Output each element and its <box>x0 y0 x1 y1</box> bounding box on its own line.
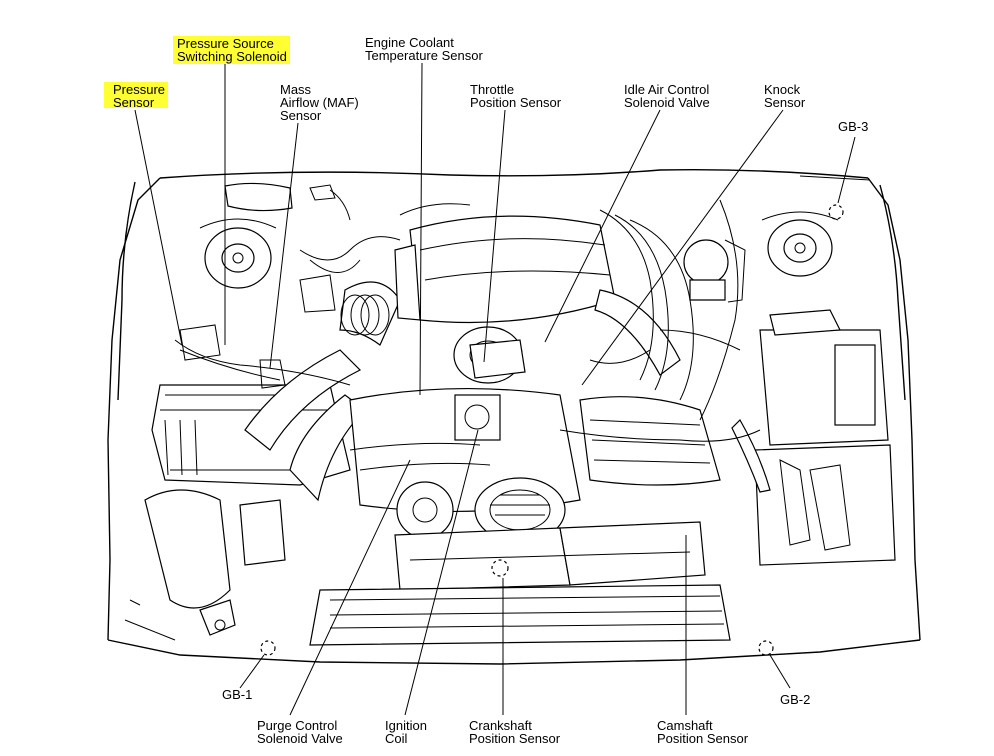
label-maf-line2: Airflow (MAF) <box>280 95 359 110</box>
engine-bay-body <box>107 168 921 665</box>
battery <box>731 309 896 566</box>
label-pressure-sensor-line2: Sensor <box>113 95 155 110</box>
ground-point-gb3 <box>828 204 844 220</box>
label-crank-line2: Position Sensor <box>469 731 561 746</box>
coolant-reservoir <box>683 239 746 303</box>
label-knock-line1: Knock <box>764 82 801 97</box>
ground-point-gb1 <box>260 640 276 656</box>
leader-lines <box>134 62 856 716</box>
label-cam-line2: Position Sensor <box>657 731 749 746</box>
label-knock-line2: Sensor <box>764 95 806 110</box>
label-iac-line2: Solenoid Valve <box>624 95 710 110</box>
label-gb1: GB-1 <box>222 687 252 702</box>
label-iac-line1: Idle Air Control <box>624 82 709 97</box>
label-pressure-sensor-line1: Pressure <box>113 82 165 97</box>
label-ect-line2: Temperature Sensor <box>365 48 483 63</box>
label-maf-line1: Mass <box>280 82 312 97</box>
label-pressure-source-switching-solenoid-line1: Pressure Source <box>177 36 274 51</box>
label-purge-line1: Purge Control <box>257 718 337 733</box>
air-filter-box <box>151 281 401 502</box>
hoses-and-wiring <box>174 189 761 471</box>
ground-point-crank <box>491 559 509 577</box>
highlight-pressure-sensor <box>104 82 168 108</box>
lower-left-components <box>124 489 286 641</box>
highlight-pressure-source-switching-solenoid <box>173 36 290 64</box>
label-cam-line1: Camshaft <box>657 718 713 733</box>
label-ignition-line1: Ignition <box>385 718 427 733</box>
label-gb3: GB-3 <box>838 119 868 134</box>
label-tps-line2: Position Sensor <box>470 95 562 110</box>
label-maf-line3: Sensor <box>280 108 322 123</box>
intake-manifold <box>394 215 681 384</box>
label-ect-line1: Engine Coolant <box>365 35 454 50</box>
label-gb2: GB-2 <box>780 692 810 707</box>
label-ignition-line2: Coil <box>385 731 408 746</box>
label-pressure-source-switching-solenoid-line2: Switching Solenoid <box>177 49 287 64</box>
label-tps-line1: Throttle <box>470 82 514 97</box>
label-crank-line1: Crankshaft <box>469 718 532 733</box>
ground-point-gb2 <box>758 640 774 656</box>
engine-block <box>309 388 731 646</box>
label-purge-line2: Solenoid Valve <box>257 731 343 746</box>
